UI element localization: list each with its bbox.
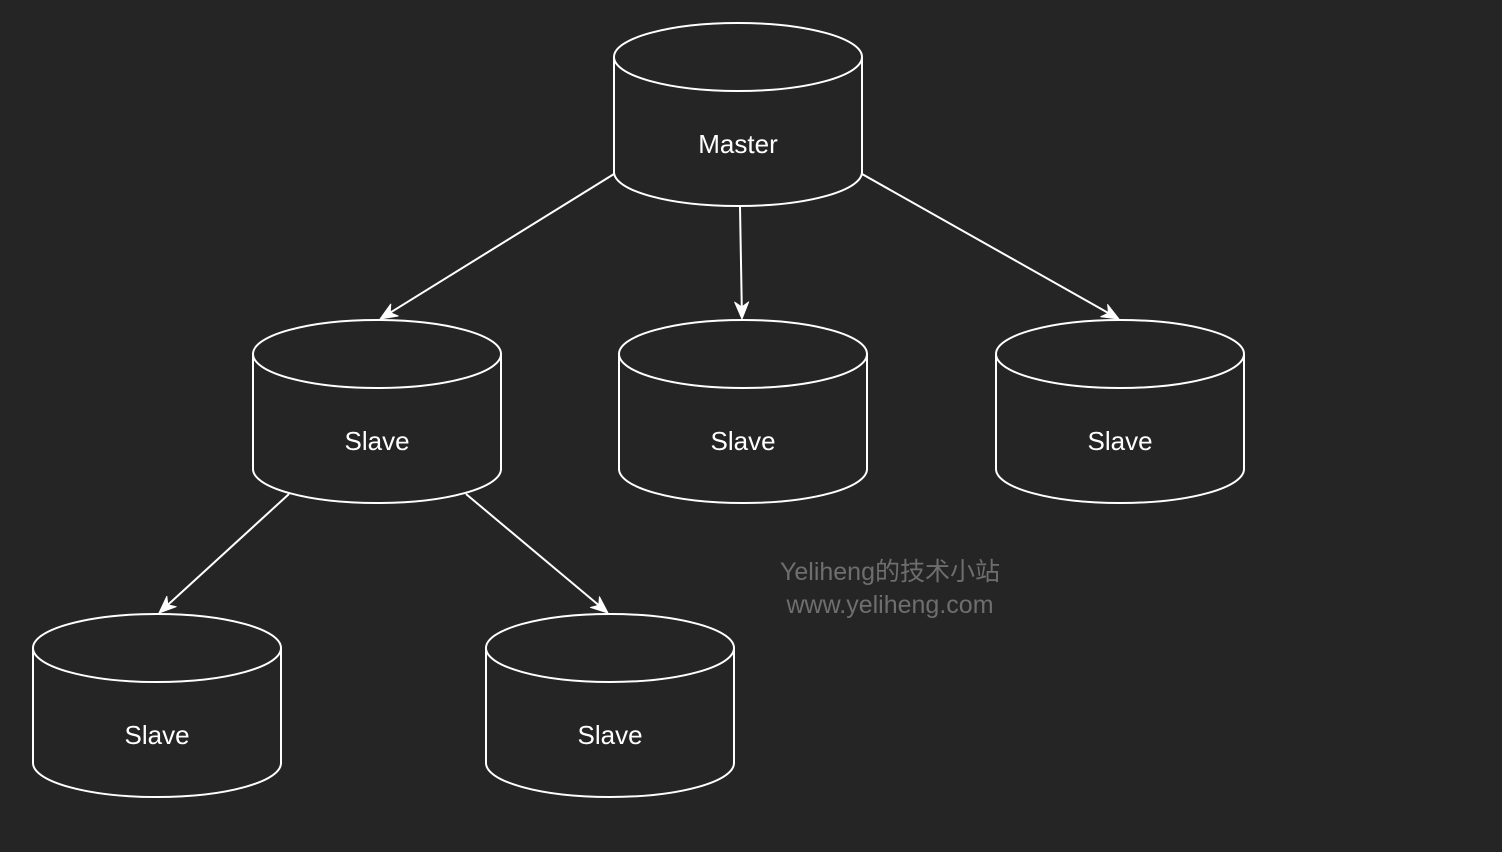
node-label: Master — [698, 129, 778, 159]
edges-layer — [158, 173, 1120, 614]
node-slave-mid-left[interactable]: Slave — [252, 319, 502, 504]
edge-slave-mid-left-to-slave-bottom-left — [158, 493, 290, 614]
database-cylinder-icon — [613, 22, 863, 207]
edge-master-to-slave-mid-left — [379, 173, 615, 320]
database-cylinder-icon — [252, 319, 502, 504]
node-slave-bottom-right[interactable]: Slave — [485, 613, 735, 798]
database-cylinder-icon — [32, 613, 282, 798]
cylinder-rim — [618, 353, 868, 389]
cylinder-rim — [613, 56, 863, 92]
arrowhead-icon — [1100, 304, 1120, 320]
node-label: Slave — [344, 426, 409, 456]
edge-master-to-slave-mid-right — [861, 173, 1120, 320]
node-master[interactable]: Master — [613, 22, 863, 207]
edge-master-to-slave-mid-center — [734, 206, 750, 320]
database-cylinder-icon — [995, 319, 1245, 504]
cylinder-rim — [485, 647, 735, 683]
arrowhead-icon — [734, 301, 750, 320]
cylinder-rim — [995, 353, 1245, 389]
edge-line — [167, 493, 290, 606]
cylinder-rim — [32, 647, 282, 683]
node-slave-bottom-left[interactable]: Slave — [32, 613, 282, 798]
arrowhead-icon — [589, 596, 609, 614]
node-label: Slave — [1087, 426, 1152, 456]
arrowhead-icon — [379, 303, 399, 320]
watermark-line-2: www.yeliheng.com — [785, 591, 993, 619]
edge-line — [739, 206, 743, 308]
cylinder-rim — [252, 353, 502, 389]
edge-slave-mid-left-to-slave-bottom-right — [465, 493, 609, 614]
node-label: Slave — [577, 720, 642, 750]
node-slave-mid-center[interactable]: Slave — [618, 319, 868, 504]
watermark: Yeliheng的技术小站 www.yeliheng.com — [780, 558, 1000, 619]
edge-line — [861, 173, 1110, 314]
edge-line — [389, 173, 615, 314]
node-slave-mid-right[interactable]: Slave — [995, 319, 1245, 504]
node-label: Slave — [710, 426, 775, 456]
arrowhead-icon — [158, 595, 177, 614]
database-cylinder-icon — [485, 613, 735, 798]
node-label: Slave — [124, 720, 189, 750]
watermark-line-1: Yeliheng的技术小站 — [780, 558, 1000, 586]
edge-line — [465, 493, 600, 607]
database-cylinder-icon — [618, 319, 868, 504]
